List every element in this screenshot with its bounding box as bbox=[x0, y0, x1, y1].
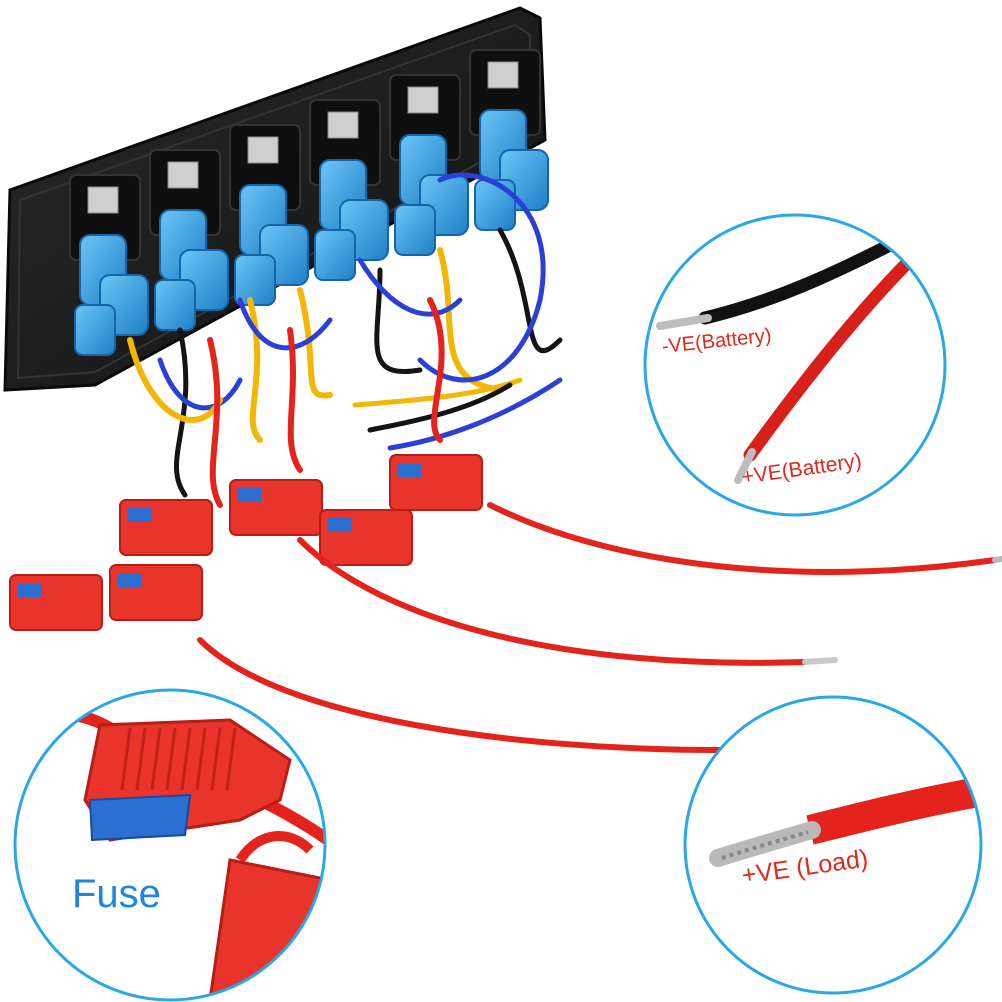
callout-battery bbox=[643, 213, 947, 517]
rocker-switch-icon bbox=[69, 174, 149, 356]
callout-ring bbox=[683, 695, 983, 995]
fuse-holder-icon bbox=[319, 509, 413, 566]
rocker-switches bbox=[69, 49, 549, 356]
fuse-holder-icon bbox=[109, 564, 203, 621]
rocker-switch-icon bbox=[229, 124, 309, 306]
callout-fuse bbox=[13, 688, 327, 1002]
rocker-switch-icon bbox=[309, 99, 389, 281]
wire-bundle bbox=[127, 172, 563, 508]
callout-load bbox=[683, 695, 983, 995]
fuse-holder-icon bbox=[389, 454, 483, 511]
fuse-holder-icon bbox=[9, 574, 103, 631]
fuse-label: Fuse bbox=[72, 872, 161, 916]
load-wires bbox=[197, 502, 998, 753]
rocker-switch-icon bbox=[389, 74, 469, 256]
wire-ends bbox=[802, 556, 1002, 665]
callout-ring bbox=[643, 213, 947, 517]
fuse-holder-icon bbox=[229, 479, 323, 536]
fuse-holder-icon bbox=[119, 499, 213, 556]
callout-ring bbox=[13, 688, 327, 1002]
rocker-switch-icon bbox=[149, 149, 229, 331]
fuse-holders bbox=[9, 454, 483, 631]
